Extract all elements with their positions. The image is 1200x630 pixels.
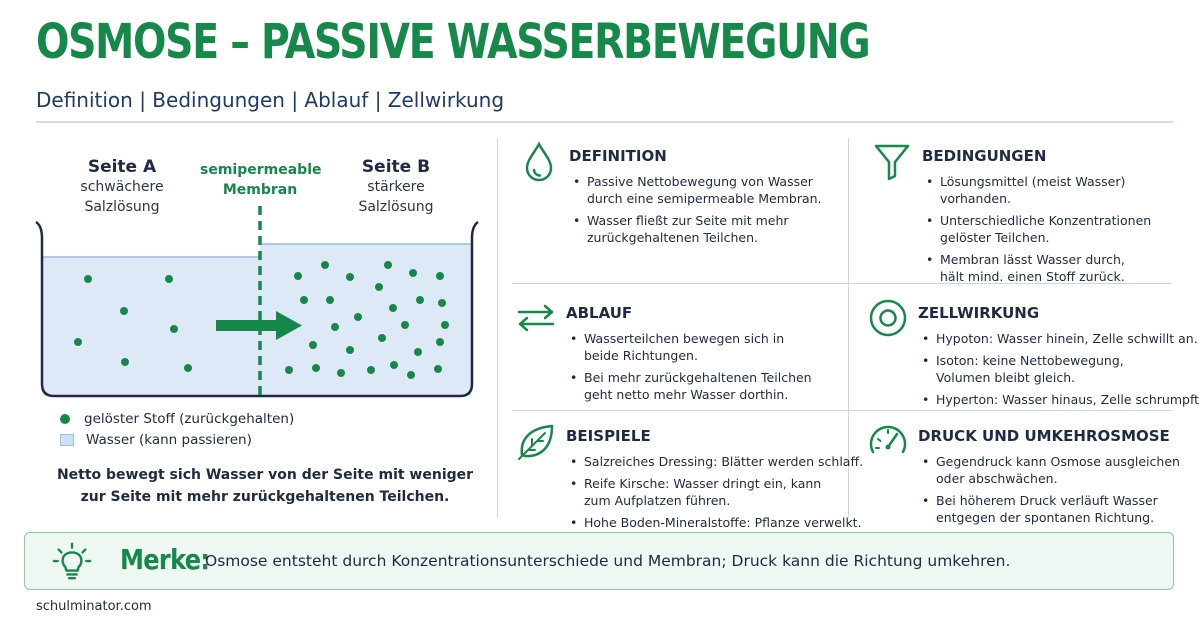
list-item: Unterschiedliche Konzentrationengelöster… xyxy=(926,212,1151,246)
grid-divider-left xyxy=(497,138,498,518)
cell-icon xyxy=(869,299,907,337)
title-divider xyxy=(36,121,1173,123)
solute-particles-b xyxy=(285,261,449,379)
netto-line1: Netto bewegt sich Wasser von der Seite m… xyxy=(56,467,474,483)
card-zellwirkung-list: Hypoton: Wasser hinein, Zelle schwillt a… xyxy=(922,330,1200,413)
side-a-line2: Salzlösung xyxy=(84,199,160,215)
card-definition-title: DEFINITION xyxy=(569,147,667,165)
solute-legend-marker xyxy=(60,414,70,424)
membrane-line2: Membran xyxy=(222,182,298,198)
grid-divider-middle xyxy=(848,138,849,518)
gauge-icon xyxy=(869,425,907,454)
list-item: Hyperton: Wasser hinaus, Zelle schrumpft… xyxy=(922,391,1200,408)
merke-text: Osmose entsteht durch Konzentrationsunte… xyxy=(205,552,1011,570)
leaf-icon xyxy=(518,424,554,460)
solute-particles-a xyxy=(74,275,192,372)
card-druck-title: DRUCK UND UMKEHROSMOSE xyxy=(918,427,1170,445)
membrane-label: semipermeable Membran xyxy=(200,160,322,200)
list-item: Hypoton: Wasser hinein, Zelle schwillt a… xyxy=(922,330,1200,347)
side-b-title: Seite B xyxy=(361,157,431,177)
merke-label: Merke: xyxy=(120,543,210,576)
list-item: Reife Kirsche: Wasser dringt ein, kannzu… xyxy=(570,475,863,509)
legend-water-label: Wasser (kann passieren) xyxy=(86,432,252,448)
water-legend-marker xyxy=(60,434,74,446)
grid-row-divider-2 xyxy=(512,410,1172,411)
side-a-label: Seite A schwächere Salzlösung xyxy=(62,157,182,217)
side-b-line2: Salzlösung xyxy=(358,199,434,215)
side-b-line1: stärkere xyxy=(367,179,425,195)
card-beispiele-title: BEISPIELE xyxy=(566,427,651,445)
legend-solute-label: gelöster Stoff (zurückgehalten) xyxy=(84,411,295,427)
card-zellwirkung-title: ZELLWIRKUNG xyxy=(918,304,1040,322)
funnel-icon xyxy=(874,144,910,181)
list-item: Bei höherem Druck verläuft Wasserentgege… xyxy=(922,492,1180,526)
legend-water: Wasser (kann passieren) xyxy=(60,432,252,448)
netto-line2: zur Seite mit mehr zurückgehaltenen Teil… xyxy=(80,489,450,505)
footer-site: schulminator.com xyxy=(36,599,152,614)
list-item: Membran lässt Wasser durch,hält mind. ei… xyxy=(926,251,1151,285)
list-item: Salzreiches Dressing: Blätter werden sch… xyxy=(570,453,863,470)
list-item: Hohe Boden-Mineralstoffe: Pflanze verwel… xyxy=(570,514,863,531)
beaker xyxy=(35,220,479,398)
membrane-line1: semipermeable xyxy=(200,162,322,178)
osmosis-beaker-diagram xyxy=(35,206,479,398)
card-beispiele-list: Salzreiches Dressing: Blätter werden sch… xyxy=(570,453,863,536)
netto-summary: Netto bewegt sich Wasser von der Seite m… xyxy=(40,464,490,508)
side-a-title: Seite A xyxy=(87,157,157,177)
lightbulb-icon xyxy=(52,542,92,580)
exchange-arrows-icon xyxy=(517,304,555,332)
side-b-label: Seite B stärkere Salzlösung xyxy=(336,157,456,217)
side-a-line1: schwächere xyxy=(80,179,164,195)
list-item: Lösungsmittel (meist Wasser)vorhanden. xyxy=(926,173,1151,207)
list-item: Isoton: keine Nettobewegung,Volumen blei… xyxy=(922,352,1200,386)
card-bedingungen-title: BEDINGUNGEN xyxy=(922,147,1047,165)
list-item: Wasser fließt zur Seite mit mehrzurückge… xyxy=(573,212,822,246)
water-flow-arrow xyxy=(216,311,302,340)
water-drop-icon xyxy=(525,141,553,182)
page-title: OSMOSE – PASSIVE WASSERBEWEGUNG xyxy=(36,14,871,70)
card-bedingungen-list: Lösungsmittel (meist Wasser)vorhanden. U… xyxy=(926,173,1151,290)
card-ablauf-title: ABLAUF xyxy=(566,304,633,322)
merke-box: Merke: Osmose entsteht durch Konzentrati… xyxy=(24,532,1174,590)
legend-solute: gelöster Stoff (zurückgehalten) xyxy=(60,411,294,427)
page-subtitle: Definition | Bedingungen | Ablauf | Zell… xyxy=(36,88,505,112)
grid-row-divider-1 xyxy=(512,283,1172,284)
